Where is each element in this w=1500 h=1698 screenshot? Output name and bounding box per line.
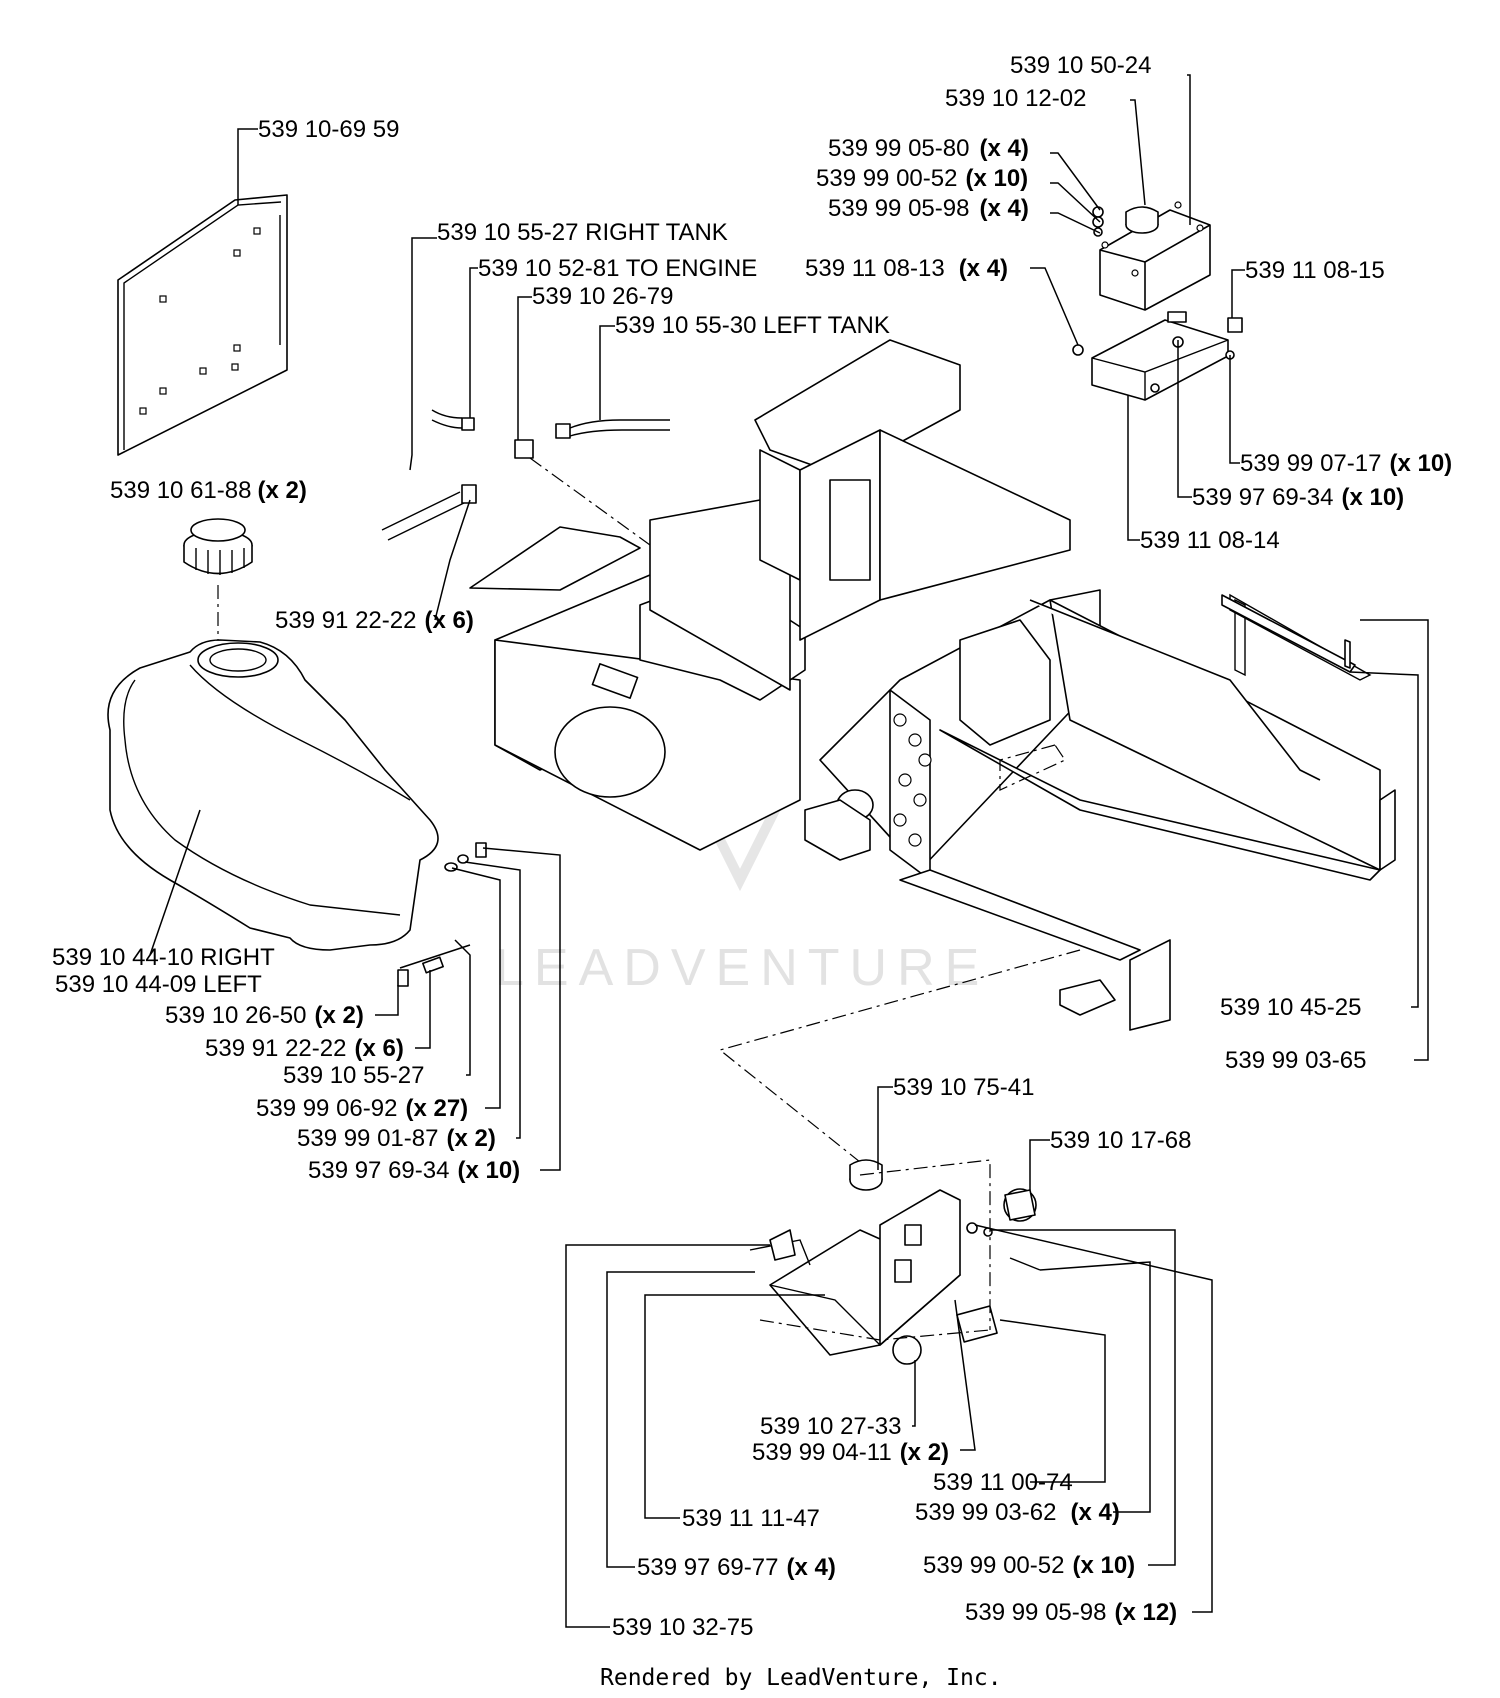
callout-539-99-05-98-top: 539 99 05-98(x 4) <box>828 195 1029 222</box>
callout-539-99-03-62: 539 99 03-62(x 4) <box>915 1499 1120 1526</box>
callout-539-99-04-11: 539 99 04-11(x 2) <box>752 1439 949 1466</box>
callout-539-97-69-34-top: 539 97 69-34(x 10) <box>1192 484 1404 511</box>
hydraulic-reservoir <box>1092 201 1211 311</box>
callout-539-10-61-88: 539 10 61-88(x 2) <box>110 477 307 504</box>
callout-539-11-08-15: 539 11 08-15 <box>1245 257 1385 284</box>
reservoir-bracket <box>1072 311 1243 401</box>
callout-539-97-69-34-left: 539 97 69-34(x 10) <box>308 1157 520 1184</box>
callout-539-10-17-68: 539 10 17-68 <box>1050 1127 1191 1154</box>
callout-539-99-05-98-bottom: 539 99 05-98(x 12) <box>965 1599 1177 1626</box>
callout-539-10-75-41: 539 10 75-41 <box>893 1074 1034 1101</box>
fuel-cap <box>183 518 253 660</box>
callout-539-10-44-09-left: 539 10 44-09 LEFT <box>55 971 262 998</box>
main-frame <box>469 339 1396 1171</box>
callout-539-10-27-33: 539 10 27-33 <box>760 1413 901 1440</box>
callout-539-11-08-14: 539 11 08-14 <box>1140 527 1280 554</box>
callout-539-99-00-52-top: 539 99 00-52(x 10) <box>816 165 1028 192</box>
callout-539-99-07-17: 539 99 07-17(x 10) <box>1240 450 1452 477</box>
callout-539-91-22-22-top: 539 91 22-22(x 6) <box>275 607 474 634</box>
callout-539-10-26-79: 539 10 26-79 <box>532 283 673 310</box>
callout-539-97-69-77: 539 97 69-77(x 4) <box>637 1554 836 1581</box>
callout-539-10-55-27: 539 10 55-27 <box>283 1062 424 1089</box>
fuel-tank <box>107 639 439 956</box>
callout-539-10-45-25: 539 10 45-25 <box>1220 994 1361 1021</box>
part-callouts: 539 10 50-24 539 10 12-02 539 99 05-80(x… <box>52 52 1452 1641</box>
watermark-text: LEADVENTURE <box>495 939 989 997</box>
callout-539-10-26-50: 539 10 26-50(x 2) <box>165 1002 364 1029</box>
callout-539-11-00-74: 539 11 00-74 <box>933 1469 1073 1496</box>
callout-539-10-52-81: 539 10 52-81 TO ENGINE <box>478 255 757 282</box>
callout-539-10-32-75: 539 10 32-75 <box>612 1614 753 1641</box>
fuel-lines <box>381 409 670 546</box>
callout-539-10-55-27-right-tank: 539 10 55-27 RIGHT TANK <box>437 219 728 246</box>
callout-539-11-11-47: 539 11 11-47 <box>682 1505 820 1532</box>
control-panel-assembly <box>749 1159 1041 1365</box>
callout-539-10-69-59: 539 10-69 59 <box>258 116 399 143</box>
seat-panel <box>117 194 288 456</box>
callout-539-99-01-87: 539 99 01-87(x 2) <box>297 1125 496 1152</box>
callout-539-10-12-02: 539 10 12-02 <box>945 85 1086 112</box>
footer-credit: Rendered by LeadVenture, Inc. <box>600 1665 1002 1691</box>
leader-lines <box>237 74 1429 1628</box>
callout-539-10-50-24: 539 10 50-24 <box>1010 52 1151 79</box>
callout-539-99-03-65: 539 99 03-65 <box>1225 1047 1366 1074</box>
tank-fittings <box>397 842 487 987</box>
callout-539-99-06-92: 539 99 06-92(x 27) <box>256 1095 468 1122</box>
callout-539-99-05-80: 539 99 05-80(x 4) <box>828 135 1029 162</box>
callout-539-99-00-52-bottom: 539 99 00-52(x 10) <box>923 1552 1135 1579</box>
callout-539-11-08-13: 539 11 08-13(x 4) <box>805 255 1008 282</box>
callout-539-91-22-22-bottom: 539 91 22-22(x 6) <box>205 1035 404 1062</box>
callout-539-10-55-30-left-tank: 539 10 55-30 LEFT TANK <box>615 312 890 339</box>
frame-rods <box>1221 594 1356 673</box>
callout-539-10-44-10-right: 539 10 44-10 RIGHT <box>52 944 275 971</box>
